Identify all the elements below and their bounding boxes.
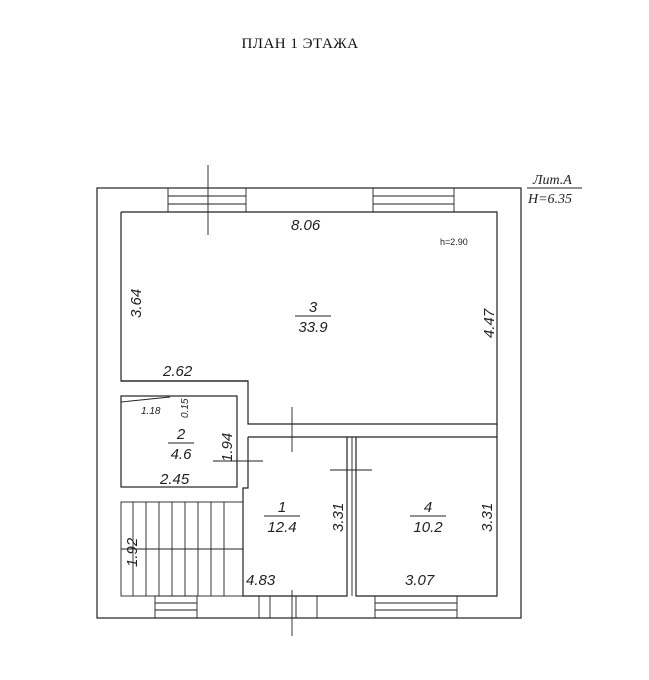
dim-room4-height: 3.31 [479, 503, 496, 532]
svg-text:33.9: 33.9 [298, 319, 328, 336]
dim-stairs-height: 1.92 [124, 537, 141, 567]
svg-text:1: 1 [278, 499, 286, 516]
window-bottom-right [374, 595, 458, 619]
window-top-right [372, 187, 455, 213]
dim-room4-width: 3.07 [405, 572, 435, 589]
room-3-label: 3 33.9 [295, 299, 331, 336]
staircase [120, 501, 244, 597]
svg-text:4: 4 [424, 499, 432, 516]
room-4-label: 4 10.2 [410, 499, 446, 536]
room-1-label: 1 12.4 [264, 499, 300, 536]
dim-top-width: 8.06 [291, 217, 321, 234]
svg-text:2: 2 [176, 426, 186, 443]
dim-room2-small-1: 1.18 [141, 406, 161, 417]
dim-right-height: 4.47 [481, 308, 498, 338]
plan-title: ПЛАН 1 ЭТАЖА [241, 36, 359, 52]
dim-room1-height: 3.31 [330, 503, 347, 532]
svg-text:10.2: 10.2 [413, 519, 443, 536]
window-top-left [167, 187, 247, 213]
room-2-diagonal [120, 396, 171, 403]
window-bottom-left [154, 595, 198, 619]
svg-text:3: 3 [309, 299, 318, 316]
outer-wall [96, 187, 522, 619]
dim-room1-width: 4.83 [246, 572, 276, 589]
svg-text:12.4: 12.4 [267, 519, 296, 536]
room-2-label: 2 4.6 [168, 426, 194, 463]
height-label: H=6.35 [527, 192, 572, 207]
dim-room2-small-2: 0.15 [180, 398, 191, 418]
dim-room2-height: 1.94 [219, 433, 236, 462]
door-bottom [258, 595, 318, 619]
svg-text:4.6: 4.6 [171, 446, 193, 463]
dim-room2-bottom: 2.45 [159, 471, 190, 488]
ceiling-height: h=2.90 [440, 237, 468, 247]
lit-label: Лит.А [532, 173, 572, 188]
dim-left-height: 3.64 [128, 289, 145, 318]
dim-room2-top: 2.62 [162, 363, 193, 380]
